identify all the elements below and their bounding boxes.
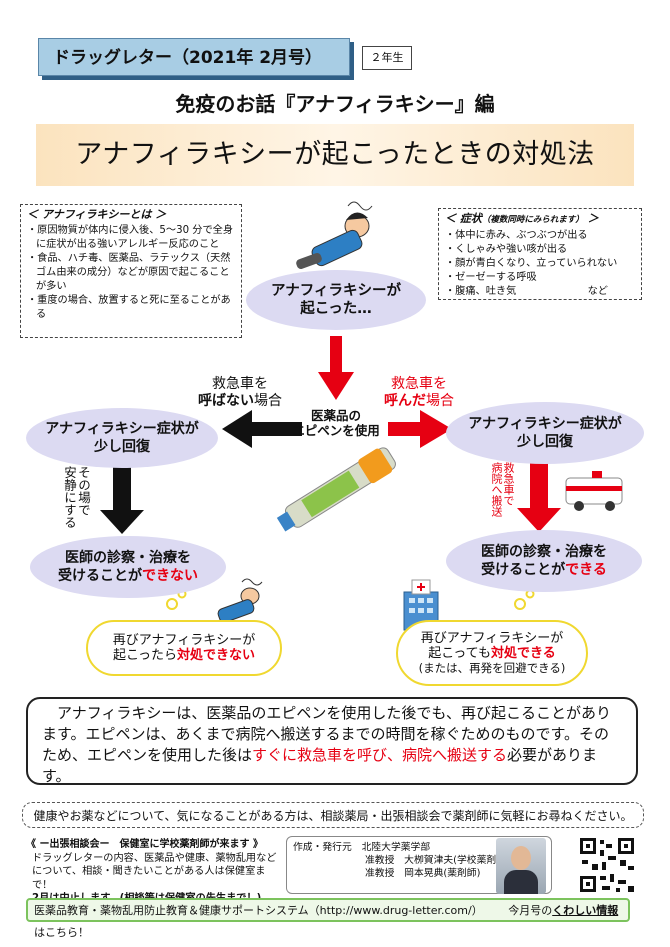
definition-item: ・重度の場合、放置すると死に至ることがある [27,295,231,320]
start-ellipse: アナフィラキシーが 起こった… [246,270,426,330]
details-link[interactable]: くわしい情報 [552,904,619,917]
author-photo [496,838,546,894]
no-ambulance-rest: 場合 [254,393,282,409]
qr-code-icon[interactable] [578,836,636,894]
symptoms-note: （複数同時にみられます） [481,215,584,225]
stay-still-line2: 安静にする [62,466,77,529]
no-ambulance-bold: 呼ばない [198,393,254,409]
main-banner: アナフィラキシーが起こったときの対処法 [36,124,634,186]
symptom-item: ・くしゃみや強い咳が出る [445,244,568,255]
ambulance-called-rest: 場合 [426,393,454,409]
left-cloud: 再びアナフィラキシーが 起こったら対処できない [86,620,282,676]
right-result-line2b: できる [565,562,607,578]
subtitle: 免疫のお話『アナフィラキシー』編 [175,92,495,116]
collapsed-person-illustration [296,201,373,270]
epipen-label-line1: 医薬品の [310,408,361,423]
symptom-item: ・顔が青白くなり、立っていられない [445,258,618,269]
contact-note: 健康やお薬などについて、気になることがある方は、相談薬局・出張相談会で薬剤師に気… [22,802,644,828]
ambulance-called-label: 救急車を 呼んだ場合 [374,376,464,410]
transport-line2: 病院へ搬送 [490,462,503,517]
definition-box: ＜ アナフィラキシーとは ＞ ・原因物質が体内に侵入後、5～30 分で全身に症状… [20,204,242,338]
author-label: 作成・発行元 [293,842,352,853]
right-cloud-line2a: 起こっても [428,645,492,661]
no-ambulance-line1: 救急車を [212,376,268,392]
footer-more-suffix: はこちら！ [34,926,89,939]
footer-text: 医薬品教育・薬物乱用防止教育＆健康サポートシステム（http://www.dru… [34,904,483,917]
right-cloud-line1: 再びアナフィラキシーが [420,630,564,646]
left-result-ellipse: 医師の診察・治療を 受けることができない [30,536,226,598]
summary-box: アナフィラキシーは、医薬品のエピペンを使用した後でも、再び起こることがあります。… [26,697,638,785]
right-result-line2a: 受けることが [481,562,566,578]
consult-body: ドラッグレターの内容、医薬品や健康、薬物乱用などについて、相談・聞きたいことがあ… [32,852,277,891]
symptoms-title-end: ＞ [587,212,599,225]
symptoms-title: ＜ 症状 [445,212,482,225]
symptom-item: ・ゼーゼーする呼吸 [445,272,537,283]
consult-box: 《 ー出張相談会ー 保健室に学校薬剤師が来ます 》 ドラッグレターの内容、医薬品… [26,838,284,904]
consult-title: 《 ー出張相談会ー 保健室に学校薬剤師が来ます 》 [26,839,263,850]
left-cloud-line1: 再びアナフィラキシーが [112,633,256,648]
epipen-label: 医薬品の エピペンを使用 [276,408,396,438]
right-cloud-line3: (または、再発を回避できる) [418,660,566,675]
symptom-item: ・腹痛、吐き気 など [445,286,608,297]
ambulance-called-bold: 呼んだ [384,393,426,409]
author-line1: 准教授 大栁賀津夫(学校薬剤師) [365,855,510,866]
right-result-ellipse: 医師の診察・治療を 受けることができる [446,530,642,592]
newsletter-title: ドラッグレター（2021年 2月号） [38,38,350,76]
left-recover-line1: アナフィラキシー症状が [45,421,199,437]
left-recover-ellipse: アナフィラキシー症状が 少し回復 [26,408,218,468]
stay-still-line1: その場で [76,466,91,516]
summary-text-1: アナフィラキシーは、医薬品のエピペンを使用した後でも、再び起こることがあります。… [42,704,611,764]
transport-text: 救急車で 病院へ搬送 [490,462,515,532]
left-result-line1: 医師の診察・治療を [65,550,191,566]
definition-title: ＜ アナフィラキシーとは ＞ [27,208,167,221]
epipen-label-line2: エピペンを使用 [292,423,380,438]
right-result-line1: 医師の診察・治療を [481,544,607,560]
stay-still-text: その場で 安静にする [62,466,91,538]
no-ambulance-label: 救急車を 呼ばない場合 [190,376,290,410]
author-line2: 准教授 岡本晃典(薬剤師) [365,868,481,879]
right-recover-line1: アナフィラキシー症状が [468,416,622,432]
definition-item: ・原因物質が体内に侵入後、5～30 分で全身に症状が出る強いアレルギー反応のこと [27,225,234,250]
symptoms-box: ＜ 症状（複数同時にみられます） ＞ ・体中に赤み、ぶつぶつが出る ・くしゃみや… [438,208,642,300]
right-cloud-line2b: 対処できる [491,645,556,661]
left-result-line2b: できない [142,568,198,584]
left-recover-line2: 少し回復 [94,439,150,455]
footer-bar: 医薬品教育・薬物乱用防止教育＆健康サポートシステム（http://www.dru… [26,898,630,939]
right-cloud: 再びアナフィラキシーが 起こっても対処できる (または、再発を回避できる) [396,620,588,686]
ambulance-icon [565,471,623,511]
symptom-item: ・体中に赤み、ぶつぶつが出る [445,230,588,241]
author-org: 北陸大学薬学部 [361,842,431,853]
start-line1: アナフィラキシーが [271,283,401,299]
grade-label: ２年生 [362,46,412,70]
collapsed-person-illustration-2 [217,578,263,623]
right-recover-line2: 少し回復 [517,434,573,450]
footer-more-prefix: 今月号の [508,904,553,917]
start-line2: 起こった… [300,301,372,317]
right-recover-ellipse: アナフィラキシー症状が 少し回復 [446,402,644,464]
definition-item: ・食品、ハチ毒、医薬品、ラテックス（天然ゴム由来の成分）などが原因で起こることが… [27,253,231,292]
author-box: 作成・発行元 北陸大学薬学部 准教授 大栁賀津夫(学校薬剤師) 准教授 岡本晃典… [286,836,552,894]
summary-text-emphasis: すぐに救急車を呼び、病院へ搬送する [252,746,508,764]
ambulance-called-line1: 救急車を [391,376,447,392]
summary-text-2: 必要があります。 [42,746,598,785]
left-result-line2a: 受けることが [58,568,142,584]
left-cloud-line2a: 起こったら [112,648,178,663]
transport-line1: 救急車で [502,462,515,506]
epipen-illustration [276,447,396,532]
left-cloud-line2b: 対処できない [177,648,256,663]
